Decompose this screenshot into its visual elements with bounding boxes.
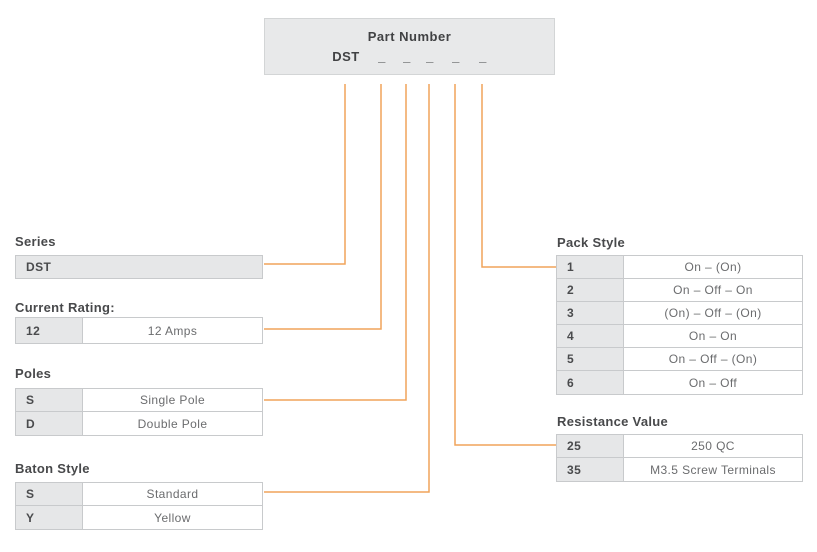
table-row: 6 On – Off [557,371,802,394]
code-cell: D [16,412,83,435]
part-number-prefix: DST [332,49,360,64]
part-number-blank-2: _ [403,49,411,64]
table-row: Y Yellow [16,506,262,529]
value-cell: On – (On) [624,256,802,278]
pack-style-label: Pack Style [557,235,626,250]
code-cell: S [16,483,83,505]
connector-line-resistance [454,84,556,446]
table-row: 4 On – On [557,325,802,348]
table-row: 25 250 QC [557,435,802,458]
pack-style-table: 1 On – (On) 2 On – Off – On 3 (On) – Off… [556,255,803,395]
code-cell: 35 [557,458,624,481]
table-row: 12 12 Amps [16,318,262,343]
series-label: Series [15,234,56,249]
connector-line-series [264,84,346,265]
series-code-cell: DST [15,255,263,279]
value-cell: (On) – Off – (On) [624,302,802,324]
poles-table: S Single Pole D Double Pole [15,388,263,436]
code-cell: 1 [557,256,624,278]
table-row: S Standard [16,483,262,506]
part-number-blank-1: _ [378,49,386,64]
table-row: 2 On – Off – On [557,279,802,302]
part-number-blank-4: _ [452,49,460,64]
table-row: 1 On – (On) [557,256,802,279]
code-cell: 25 [557,435,624,457]
code-cell: 6 [557,371,624,394]
part-number-blank-3: _ [426,49,434,64]
current-rating-label: Current Rating: [15,300,115,315]
part-number-blank-5: _ [479,49,487,64]
value-cell: On – Off – On [624,279,802,301]
table-row: S Single Pole [16,389,262,412]
value-cell: On – Off [624,371,802,394]
value-cell: Standard [83,483,262,505]
part-number-title: Part Number [367,29,452,44]
poles-label: Poles [15,366,52,381]
code-cell: 2 [557,279,624,301]
connector-line-pack [481,84,556,268]
code-cell: 4 [557,325,624,347]
value-cell: Yellow [83,506,262,529]
value-cell: On – Off – (On) [624,348,802,370]
value-cell: On – On [624,325,802,347]
connector-line-baton [264,84,430,493]
connector-line-poles [264,84,407,401]
table-row: 5 On – Off – (On) [557,348,802,371]
value-cell: 250 QC [624,435,802,457]
table-row: 35 M3.5 Screw Terminals [557,458,802,481]
code-cell: Y [16,506,83,529]
resistance-value-table: 25 250 QC 35 M3.5 Screw Terminals [556,434,803,482]
code-cell: 5 [557,348,624,370]
connector-line-current [264,84,382,330]
table-row: D Double Pole [16,412,262,435]
value-cell: 12 Amps [83,318,262,343]
baton-style-table: S Standard Y Yellow [15,482,263,530]
value-cell: M3.5 Screw Terminals [624,458,802,481]
value-cell: Single Pole [83,389,262,411]
part-number-box: Part Number DST _ _ _ _ _ [264,18,555,75]
baton-style-label: Baton Style [15,461,90,476]
code-cell: 3 [557,302,624,324]
code-cell: S [16,389,83,411]
current-rating-table: 12 12 Amps [15,317,263,344]
table-row: 3 (On) – Off – (On) [557,302,802,325]
resistance-value-label: Resistance Value [557,414,669,429]
value-cell: Double Pole [83,412,262,435]
code-cell: 12 [16,318,83,343]
